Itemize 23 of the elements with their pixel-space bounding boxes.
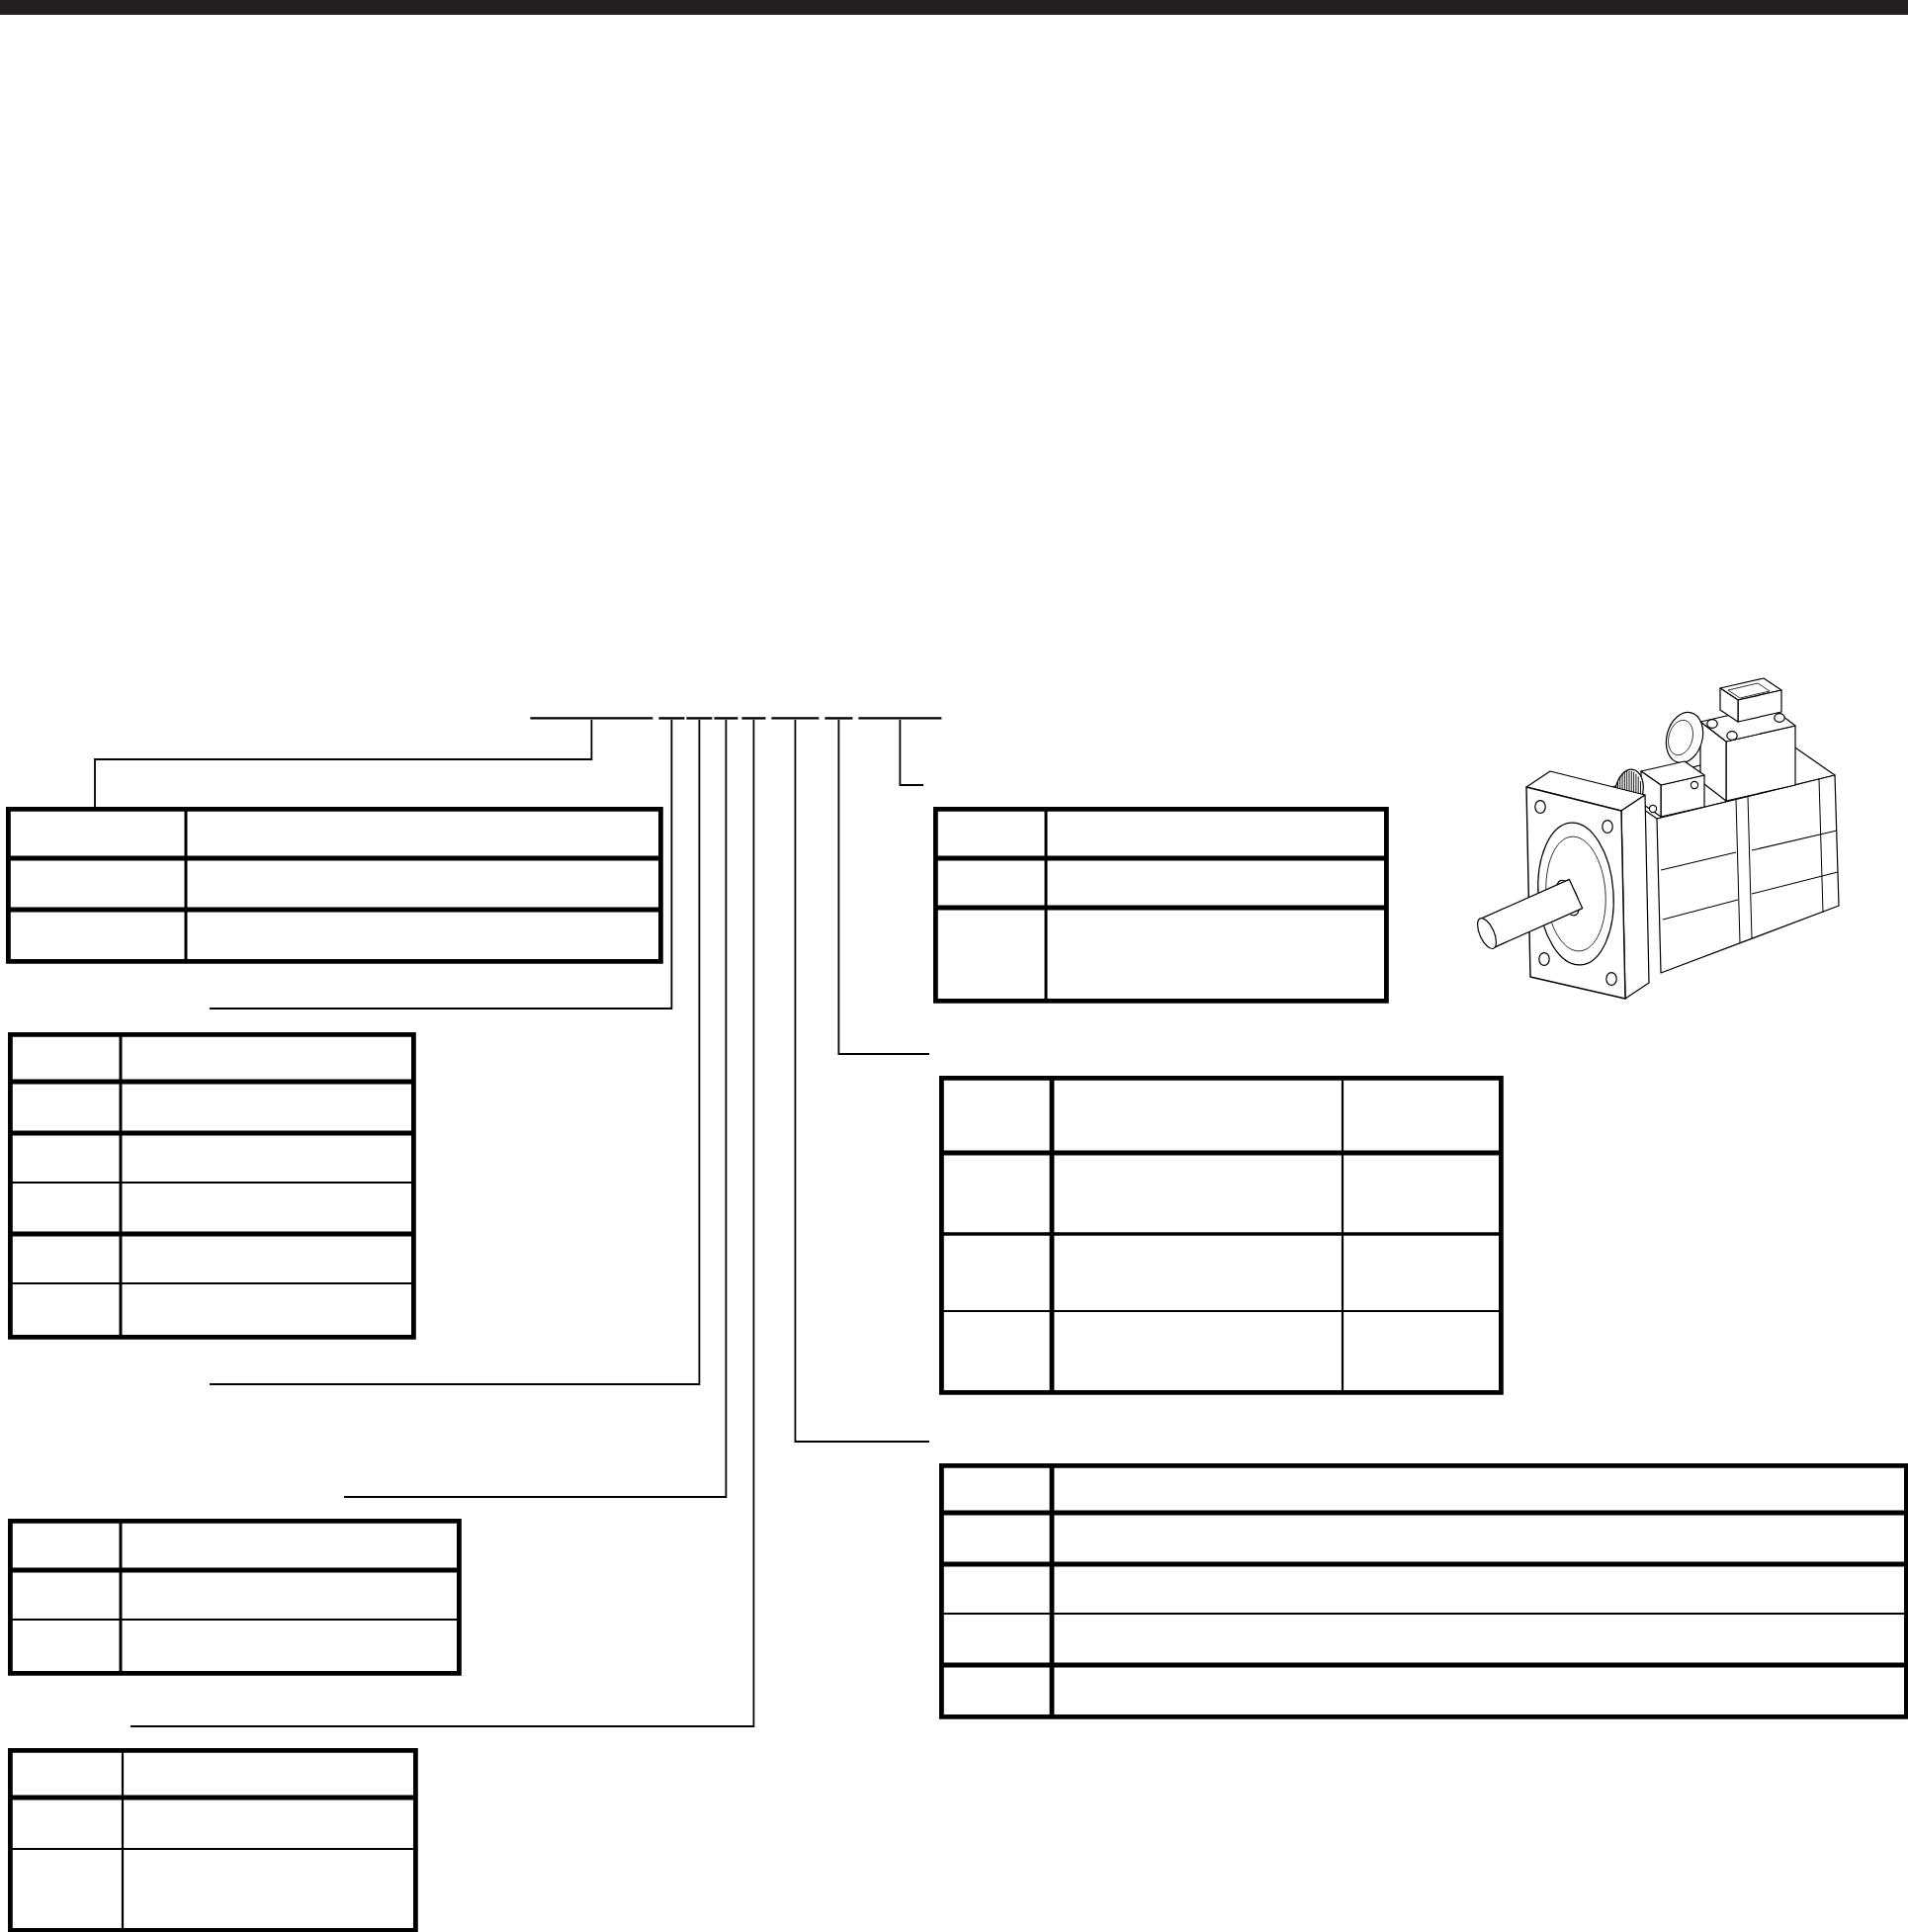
code-underline — [714, 717, 738, 720]
table — [6, 807, 663, 964]
leader-line — [94, 719, 593, 808]
code-underline — [771, 717, 820, 720]
leader-line — [899, 719, 924, 786]
code-underline — [858, 717, 942, 720]
code-underline — [658, 717, 685, 720]
leader-line — [794, 719, 930, 1443]
table — [939, 1463, 1908, 1719]
table — [8, 1748, 418, 1932]
table — [8, 1032, 416, 1340]
table — [939, 1076, 1504, 1395]
table — [933, 807, 1389, 1004]
leader-line — [209, 719, 673, 1010]
code-underline — [686, 717, 713, 720]
leader-line — [343, 719, 728, 1498]
code-underline — [824, 717, 853, 720]
leader-line — [837, 719, 930, 1055]
leader-line — [130, 719, 755, 1727]
leader-line — [209, 719, 701, 1385]
code-underline — [741, 717, 766, 720]
table — [8, 1519, 462, 1676]
code-underline — [530, 717, 653, 720]
